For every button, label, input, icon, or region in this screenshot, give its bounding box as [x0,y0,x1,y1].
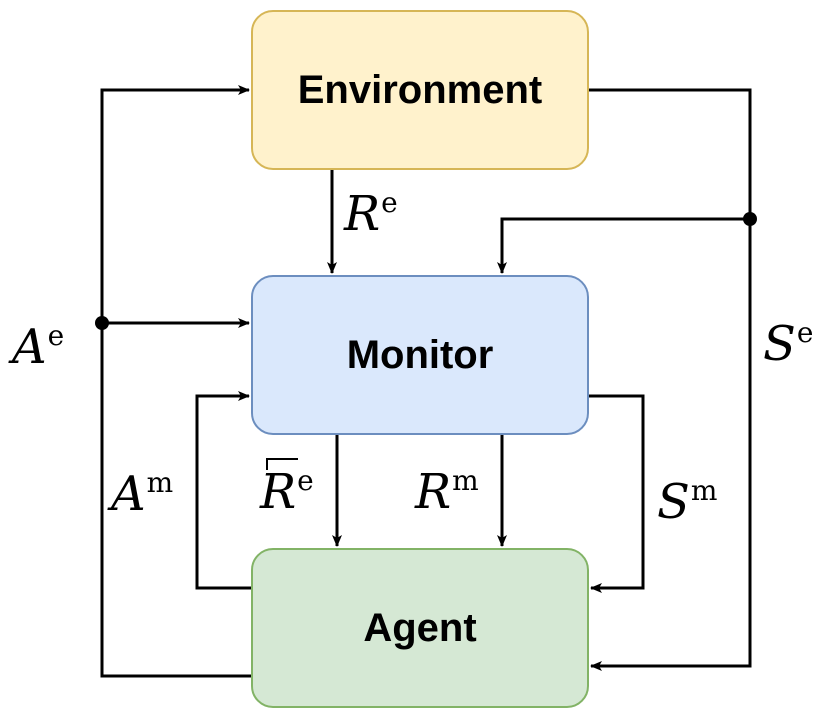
monitor-label: Monitor [346,332,494,377]
wire-action-monitor [195,391,251,590]
label-action-env: Ae [12,319,65,375]
wire-state-monitor [589,394,645,593]
wire-action-env [100,85,251,678]
junction-dot-left [95,316,109,330]
monitor-node: Monitor [251,275,589,435]
environment-label: Environment [297,67,543,112]
label-state-env: Se [763,316,814,372]
environment-node: Environment [251,10,589,170]
label-reward-monitor: Rm [415,464,479,520]
label-state-monitor: Sm [657,474,718,530]
wire-state-env-to-monitor [497,217,750,274]
agent-label: Agent [363,605,477,650]
junction-dot-right [743,212,757,226]
label-action-monitor: Am [111,466,174,522]
agent-node: Agent [251,548,589,708]
label-reward-env: Re [344,186,398,242]
wire-state-env [589,88,752,671]
label-reward-hat-env: Re [260,464,314,520]
